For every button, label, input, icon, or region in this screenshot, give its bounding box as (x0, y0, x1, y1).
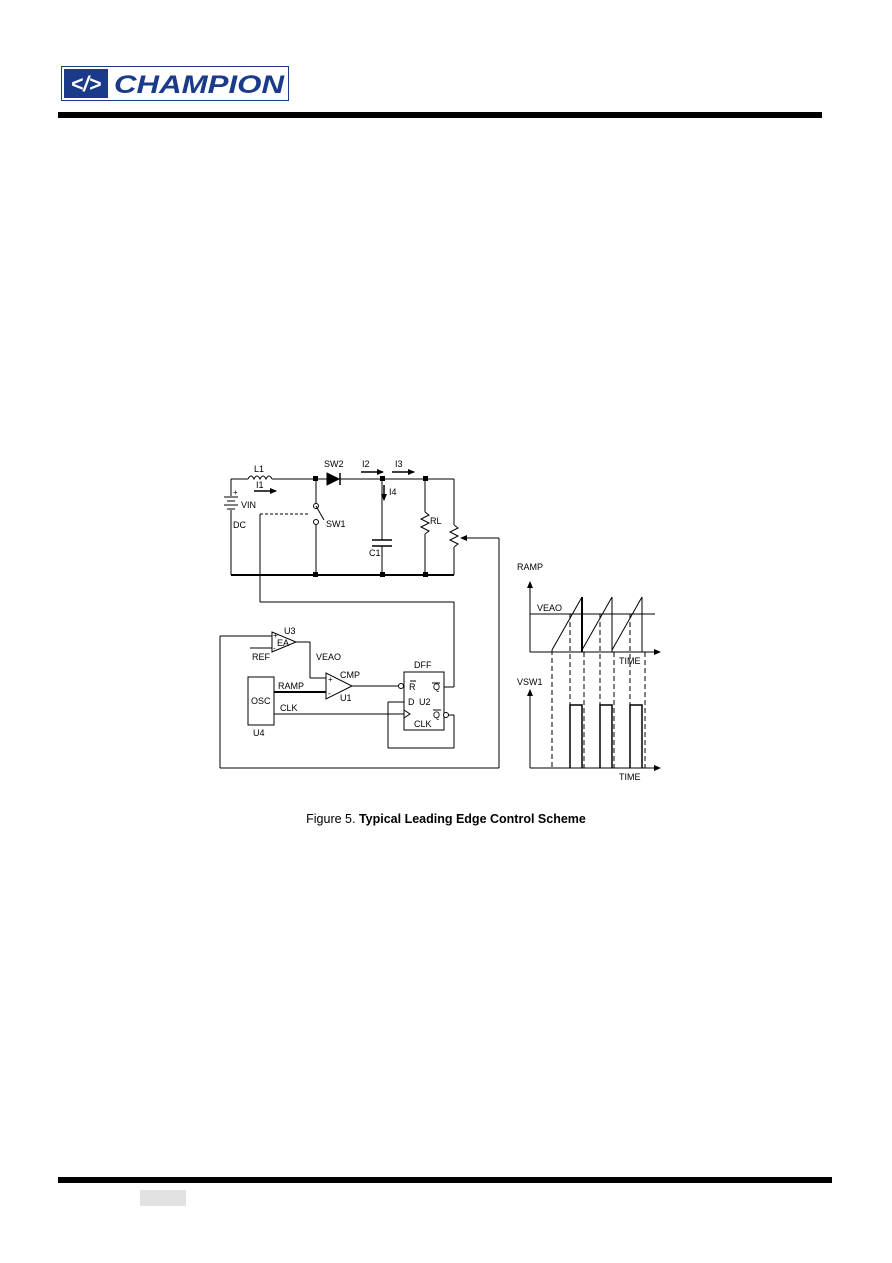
champion-logo: </> CHAMPION (61, 66, 289, 101)
label-l1: L1 (254, 464, 264, 474)
label-u4: U4 (253, 728, 265, 738)
label-c1: C1 (369, 548, 381, 558)
label-clk-pin: CLK (414, 719, 432, 729)
graph-time2-label: TIME (619, 772, 641, 782)
label-i2: I2 (362, 459, 370, 469)
label-i4: I4 (389, 487, 397, 497)
label-sw1: SW1 (326, 519, 346, 529)
page-number-tab (140, 1190, 186, 1206)
graph-veao-label: VEAO (537, 603, 562, 613)
label-qbar: Q (433, 710, 440, 720)
label-vin: VIN (241, 500, 256, 510)
label-dc: DC (233, 520, 246, 530)
label-dff: DFF (414, 660, 432, 670)
label-u2: U2 (419, 697, 431, 707)
diode-sw2 (326, 472, 341, 486)
label-q: Q (433, 682, 440, 692)
label-d: D (408, 697, 415, 707)
graph-vsw1-label: VSW1 (517, 677, 543, 687)
label-cmp-minus: - (328, 689, 331, 698)
logo-symbol: </> (71, 73, 101, 96)
label-u1: U1 (340, 693, 352, 703)
label-i3: I3 (395, 459, 403, 469)
header-rule (58, 112, 822, 118)
label-ea-minus: - (273, 644, 276, 653)
label-vin-plus: + (233, 488, 238, 497)
figure-caption: Figure 5. Typical Leading Edge Control S… (0, 812, 892, 826)
label-r: R (409, 682, 416, 692)
footer-rule (58, 1177, 832, 1183)
label-osc: OSC (251, 696, 271, 706)
graph-time1-label: TIME (619, 656, 641, 666)
label-cmp: CMP (340, 670, 360, 680)
label-veao: VEAO (316, 652, 341, 662)
inductor-l1 (247, 475, 273, 481)
label-ea: EA (277, 638, 289, 648)
logo-text: CHAMPION (114, 71, 285, 99)
label-cmp-plus: + (328, 675, 333, 684)
graph-ramp-label: RAMP (517, 562, 543, 572)
caption-prefix: Figure 5. (306, 812, 356, 826)
label-ramp: RAMP (278, 681, 304, 691)
caption-title: Typical Leading Edge Control Scheme (358, 812, 586, 826)
label-ref: REF (252, 652, 271, 662)
label-u3: U3 (284, 626, 296, 636)
label-i1: I1 (256, 480, 264, 490)
label-ea-plus: + (273, 631, 278, 640)
label-rl: RL (430, 516, 442, 526)
label-clk: CLK (280, 703, 298, 713)
label-sw2: SW2 (324, 459, 344, 469)
